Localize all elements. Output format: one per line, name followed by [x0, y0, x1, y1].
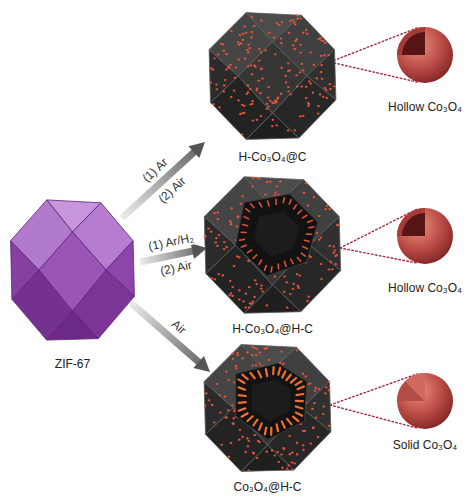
sphere-illustration — [378, 205, 472, 267]
condition-label: (2) Air — [154, 172, 190, 207]
node-label: Hollow Co₃O₄ — [386, 100, 464, 116]
product-particle: H-Co₃O₄@C — [200, 8, 345, 166]
particle-illustration — [190, 340, 345, 476]
precursor-crystal: ZIF-67 — [5, 195, 140, 373]
dodecahedron-illustration — [5, 195, 140, 345]
node-label: H-Co₃O₄@C — [237, 150, 309, 166]
node-label: Co₃O₄@H-C — [232, 480, 304, 496]
reaction-arrow — [130, 302, 210, 372]
sphere-illustration — [378, 24, 472, 86]
node-label: Solid Co₃O₄ — [391, 438, 459, 454]
node-label: H-Co₃O₄@H-C — [230, 322, 315, 338]
product-particle: H-Co₃O₄@H-C — [195, 172, 350, 338]
sphere-illustration — [378, 370, 472, 432]
particle-illustration — [195, 172, 350, 318]
reaction-arrow — [122, 142, 205, 218]
product-particle: Co₃O₄@H-C — [190, 340, 345, 496]
zoom-circle: Solid Co₃O₄ — [378, 370, 472, 454]
zoom-circle: Hollow Co₃O₄ — [378, 205, 472, 297]
node-label: ZIF-67 — [53, 357, 92, 373]
zoom-circle: Hollow Co₃O₄ — [378, 24, 472, 116]
node-label: Hollow Co₃O₄ — [386, 281, 464, 297]
particle-illustration — [200, 8, 345, 144]
